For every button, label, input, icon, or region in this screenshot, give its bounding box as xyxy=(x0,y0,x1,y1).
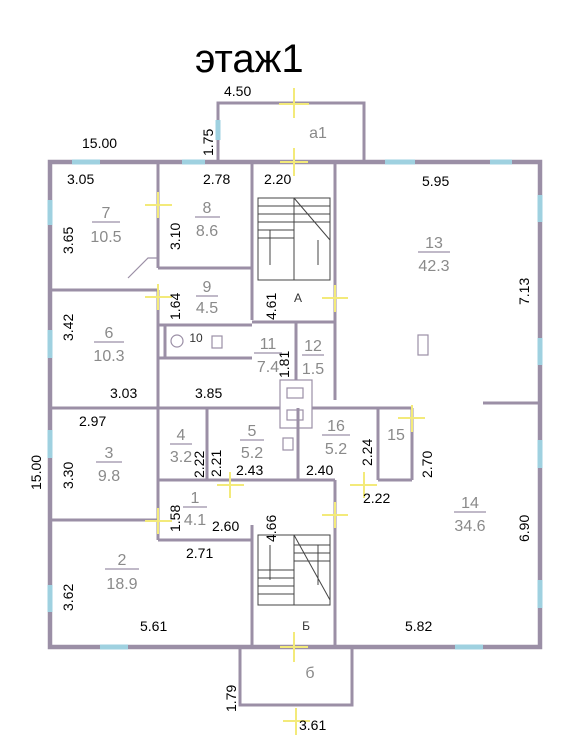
room-4-number: 4 xyxy=(177,427,186,444)
room-6-area: 10.3 xyxy=(93,348,124,365)
dim-r12-height: 1.81 xyxy=(276,351,292,378)
room-13-area: 42.3 xyxy=(418,258,449,275)
dim-r2-width: 5.61 xyxy=(140,618,167,634)
room-7-area: 10.5 xyxy=(90,229,121,246)
room-labels: 7 10.5 8 8.6 9 4.5 10 11 7.4 12 1.5 13 4… xyxy=(90,200,486,593)
dim-r6-width: 3.03 xyxy=(110,385,137,401)
dim-porch-bottom-depth: 1.79 xyxy=(223,685,239,712)
room-12-number: 12 xyxy=(304,338,322,355)
dim-r3-height: 3.30 xyxy=(60,462,76,489)
room-16-number: 16 xyxy=(327,418,345,435)
room-6-number: 6 xyxy=(105,325,114,342)
room-8-area: 8.6 xyxy=(196,223,218,240)
room-4-area: 3.2 xyxy=(170,449,192,466)
dimension-labels-vertical: 1.75 15.00 3.65 3.10 7.13 1.64 4.61 3.42… xyxy=(28,129,532,712)
dim-overall-top-width: 15.00 xyxy=(82,135,117,151)
dim-r2-height: 3.62 xyxy=(60,584,76,611)
dim-r4-height: 2.22 xyxy=(191,451,207,478)
dim-r16-height: 2.24 xyxy=(359,439,375,466)
dim-r8-width: 2.78 xyxy=(203,171,230,187)
dim-stair-a-height: 4.61 xyxy=(263,293,279,320)
room-9-number: 9 xyxy=(203,279,212,296)
room-13-number: 13 xyxy=(425,235,443,252)
dim-r6-height: 3.42 xyxy=(60,314,76,341)
dim-porch-top-width: 4.50 xyxy=(224,83,251,99)
room-16-area: 5.2 xyxy=(325,441,347,458)
room-3-area: 9.8 xyxy=(98,468,120,485)
porch-bottom-label: б xyxy=(305,665,314,682)
room-12-area: 1.5 xyxy=(302,361,324,378)
dim-r13-height: 7.13 xyxy=(516,278,532,305)
dim-r3-width: 2.97 xyxy=(79,413,106,429)
room-11-area: 7.4 xyxy=(257,359,279,376)
room-1-number: 1 xyxy=(191,490,200,507)
dim-r1-height: 1.58 xyxy=(167,505,183,532)
dim-r5-width: 2.43 xyxy=(236,462,263,478)
dim-r2-width-top: 2.71 xyxy=(186,545,213,561)
porch-top-label: а1 xyxy=(309,125,327,142)
dim-r7-width: 3.05 xyxy=(67,171,94,187)
room-7-number: 7 xyxy=(102,205,111,222)
dim-r14-height: 6.90 xyxy=(516,515,532,542)
dim-r11-width: 3.85 xyxy=(195,385,222,401)
room-3-number: 3 xyxy=(105,445,114,462)
stair-b: Б xyxy=(257,534,331,633)
dim-porch-bottom-width: 3.61 xyxy=(299,717,326,733)
room-11-number: 11 xyxy=(260,336,277,353)
dim-r7-height: 3.65 xyxy=(60,227,76,254)
room-9-area: 4.5 xyxy=(196,300,218,317)
plan-title: этаж1 xyxy=(195,37,304,81)
dim-r9-height: 1.64 xyxy=(167,293,183,320)
room-2-area: 18.9 xyxy=(106,576,137,593)
room-14-area: 34.6 xyxy=(454,518,485,535)
dim-r14-width: 5.82 xyxy=(405,618,432,634)
dimension-labels: 4.50 15.00 3.05 2.78 2.20 5.95 3.03 3.85… xyxy=(67,83,449,733)
windows xyxy=(47,120,543,650)
dim-r13-width: 5.95 xyxy=(422,173,449,189)
stair-b-label: Б xyxy=(302,619,310,633)
room-15-number: 15 xyxy=(387,427,405,444)
dim-r15-width: 2.22 xyxy=(363,490,390,506)
dim-stair-a-width: 2.20 xyxy=(264,171,291,187)
room-10-fixtures xyxy=(170,334,294,451)
dim-r16-width: 2.40 xyxy=(306,462,333,478)
room-1-area: 4.1 xyxy=(184,512,206,529)
level-markers xyxy=(145,88,425,735)
stair-a: А xyxy=(257,197,331,305)
stair-a-label: А xyxy=(294,291,302,305)
dim-porch-top-depth: 1.75 xyxy=(200,129,216,156)
room-5-number: 5 xyxy=(248,423,257,440)
room-14-number: 14 xyxy=(461,495,479,512)
room-8-number: 8 xyxy=(203,200,212,217)
dim-r1-width: 2.60 xyxy=(212,518,239,534)
dim-stair-b-height: 4.66 xyxy=(263,515,279,542)
dim-overall-left-height: 15.00 xyxy=(28,455,44,490)
dim-r15-height: 2.70 xyxy=(419,451,435,478)
dim-r8-height: 3.10 xyxy=(167,223,183,250)
room-10-number: 10 xyxy=(189,331,203,345)
interior-walls xyxy=(50,162,540,647)
room-2-number: 2 xyxy=(118,552,127,569)
outer-walls xyxy=(47,101,543,707)
room-5-area: 5.2 xyxy=(241,445,263,462)
dim-r4-width: 2.21 xyxy=(208,450,224,477)
